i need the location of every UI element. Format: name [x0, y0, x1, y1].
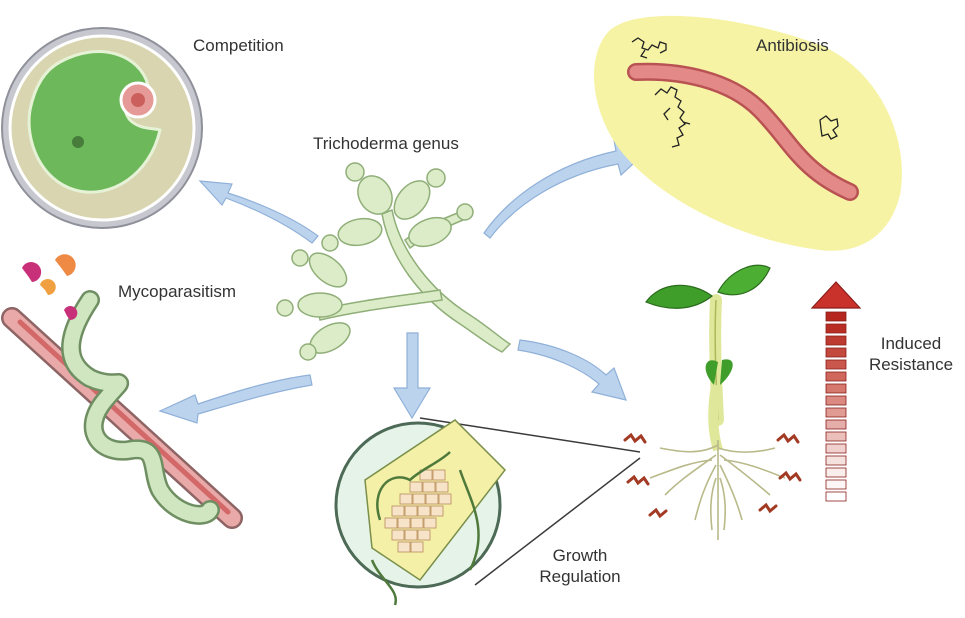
leaf-left: [645, 284, 713, 309]
label-mycoparasitism: Mycoparasitism: [118, 282, 237, 301]
label-growth-regulation: Growth Regulation: [535, 545, 625, 587]
antibiotic-molecule-icon: [631, 37, 839, 148]
mycoparasitism-illustration: [1, 254, 243, 529]
cotyledon-right: [720, 359, 733, 385]
petri-dish-icon: [1, 27, 203, 229]
label-antibiosis: Antibiosis: [756, 36, 829, 55]
flow-arrows: [158, 139, 648, 424]
leaf-right: [717, 264, 771, 296]
label-growth-line2: Regulation: [539, 567, 621, 586]
arrow-to-mycoparasitism: [158, 374, 313, 424]
antibiosis-panel: [593, 15, 902, 251]
label-trichoderma-genus: Trichoderma genus: [313, 134, 459, 153]
arrow-to-antibiosis: [483, 139, 648, 239]
label-induced-line2: Resistance: [868, 355, 954, 374]
root-cross-section-icon: [334, 417, 641, 606]
arrow-to-plant: [517, 339, 627, 401]
label-growth-line1: Growth: [552, 546, 608, 565]
root-system: [649, 440, 786, 540]
label-competition: Competition: [193, 36, 284, 55]
resistance-arrow-icon: [810, 281, 862, 502]
root-signals: [623, 432, 802, 519]
cotyledon-left: [705, 360, 718, 385]
seedling-icon: [623, 264, 802, 540]
arrow-to-growth: [392, 332, 432, 420]
label-induced-resistance: Induced Resistance: [862, 333, 960, 375]
label-induced-line1: Induced: [880, 334, 942, 353]
side-hypha: [317, 289, 443, 321]
main-hypha: [381, 208, 512, 353]
trichoderma-structure: [276, 162, 512, 361]
arrow-to-competition: [198, 180, 319, 244]
